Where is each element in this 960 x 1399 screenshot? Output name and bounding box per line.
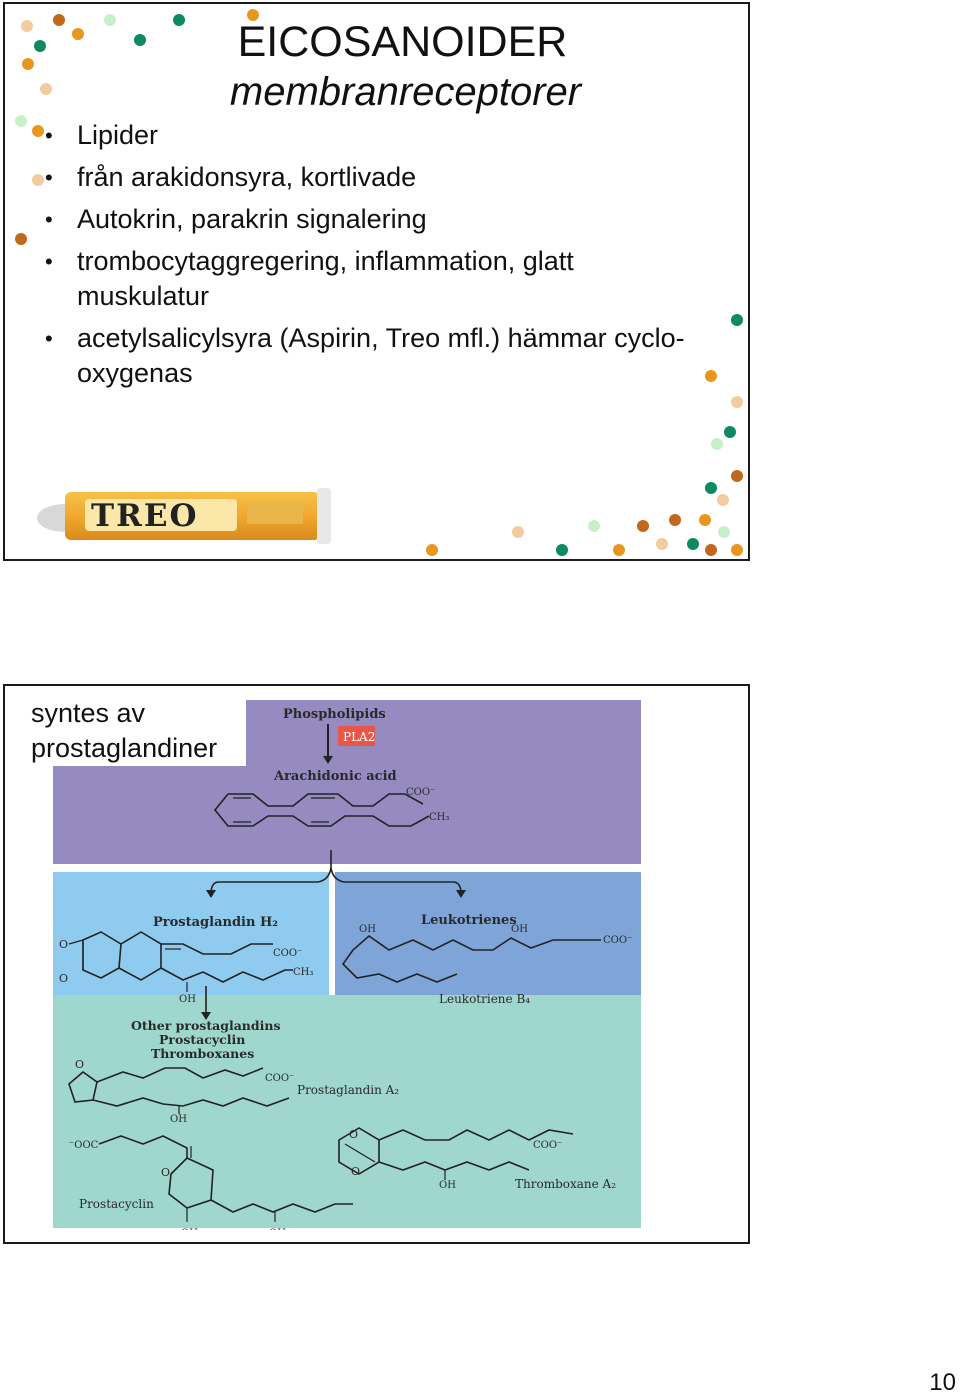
ooc-label: ⁻OOC [69, 1140, 99, 1151]
bullet-item: acetylsalicylsyra (Aspirin, Treo mfl.) h… [45, 321, 685, 391]
o-label-2: O [59, 972, 68, 985]
phospholipids-label: Phospholipids [283, 707, 386, 722]
prostaglandin-h2-label: Prostaglandin H₂ [153, 915, 278, 930]
oh-label-6: OH [269, 1228, 286, 1230]
oh-label-1: OH [179, 994, 196, 1005]
pla2-label: PLA2 [343, 730, 375, 744]
prostaglandin-a2-label: Prostaglandin A₂ [297, 1083, 399, 1097]
prostacyclin-label: Prostacyclin [79, 1197, 154, 1211]
leukotriene-b4-label: Leukotriene B₄ [439, 992, 530, 1006]
other-prostaglandins-label: Other prostaglandins [131, 1018, 281, 1033]
slide-title: EICOSANOIDER [5, 20, 752, 64]
slide-subtitle: membranreceptorer [5, 70, 752, 114]
leukotrienes-label: Leukotrienes [421, 913, 517, 928]
slide-eicosanoider: EICOSANOIDER membranreceptorer Lipider f… [3, 2, 750, 561]
ch3-label-1: CH₃ [429, 812, 449, 823]
coo-label-1: COO⁻ [406, 787, 435, 798]
treo-logo: TREO [91, 498, 198, 534]
oh-label-4: OH [170, 1114, 187, 1125]
coo-label-5: COO⁻ [533, 1140, 562, 1151]
oh-label-2: OH [359, 924, 376, 935]
o-label-6: O [351, 1165, 360, 1178]
bullet-item: trombocytaggregering, inflammation, glat… [45, 244, 685, 314]
arachidonic-acid-label: Arachidonic acid [273, 769, 397, 784]
o-label-3: O [75, 1058, 84, 1071]
leukotrienes-panel [335, 872, 641, 995]
ch3-label-2: CH₃ [293, 967, 313, 978]
coo-label-3: COO⁻ [603, 935, 632, 946]
thromboxane-a2-label: Thromboxane A₂ [515, 1177, 616, 1191]
o-label-4: O [161, 1166, 170, 1179]
o-label-5: O [349, 1128, 358, 1141]
coo-label-2: COO⁻ [273, 948, 302, 959]
slide-prostaglandin-synthesis: syntes av prostaglandiner Phospholipids … [3, 684, 750, 1244]
page-number: 10 [929, 1369, 956, 1397]
bullet-item: Lipider [45, 118, 685, 153]
oh-label-5: OH [181, 1228, 198, 1230]
bullet-item: från arakidonsyra, kortlivade [45, 160, 685, 195]
thromboxanes-label: Thromboxanes [151, 1046, 254, 1061]
bullet-list: Lipider från arakidonsyra, kortlivade Au… [45, 118, 685, 398]
slide-caption: syntes av prostaglandiner [31, 696, 246, 766]
prostaglandin-synthesis-diagram: Phospholipids PLA2 Arachidonic acid COO⁻… [53, 700, 643, 1230]
bullet-item: Autokrin, parakrin signalering [45, 202, 685, 237]
treo-product-image: TREO [35, 484, 335, 546]
oh-label-3: OH [511, 924, 528, 935]
prostacyclin-header-label: Prostacyclin [159, 1032, 245, 1047]
o-label-1: O [59, 938, 68, 951]
coo-label-4: COO⁻ [265, 1073, 294, 1084]
oh-label-7: OH [439, 1180, 456, 1191]
